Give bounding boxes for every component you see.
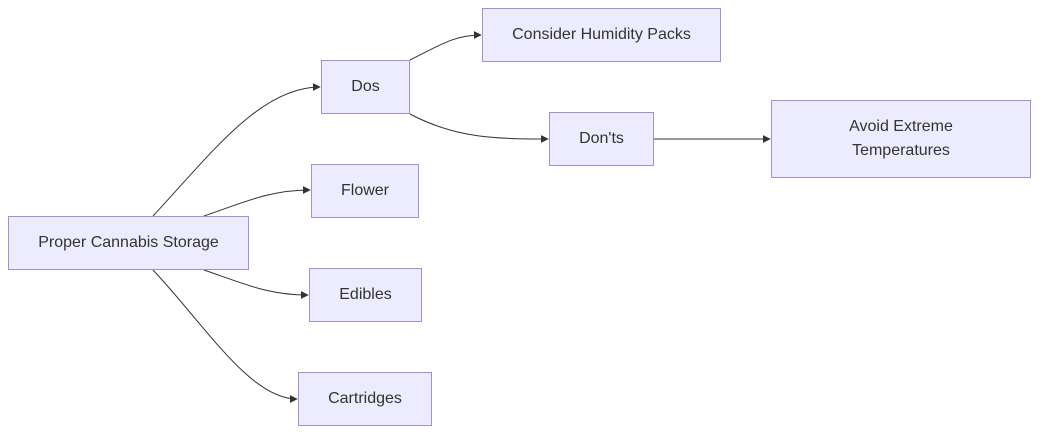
node-flower: Flower [311,164,419,218]
edge-root-to-flower [203,186,311,217]
node-edibles: Edibles [309,268,422,322]
edge-root-to-edibles [203,269,309,299]
node-label: Don'ts [579,130,624,147]
node-proper-cannabis-storage: Proper Cannabis Storage [8,216,249,270]
edge-root-to-dos [152,83,321,217]
node-label: Avoid Extreme Temperatures [849,118,953,159]
edge-dos-to-humidity [409,31,482,61]
node-donts: Don'ts [549,112,654,166]
node-label: Consider Humidity Packs [512,26,691,43]
node-label: Flower [340,182,389,199]
node-label: Cartridges [328,390,402,407]
node-label: Dos [351,78,380,95]
node-dos: Dos [321,60,410,114]
edge-root-to-cartridges [152,269,298,403]
node-consider-humidity-packs: Consider Humidity Packs [482,8,721,62]
node-label: Edibles [339,286,392,303]
node-cartridges: Cartridges [298,372,432,426]
node-label: Proper Cannabis Storage [38,234,219,251]
node-avoid-extreme-temperatures: Avoid Extreme Temperatures [771,100,1031,178]
edge-dos-to-donts [409,113,549,143]
